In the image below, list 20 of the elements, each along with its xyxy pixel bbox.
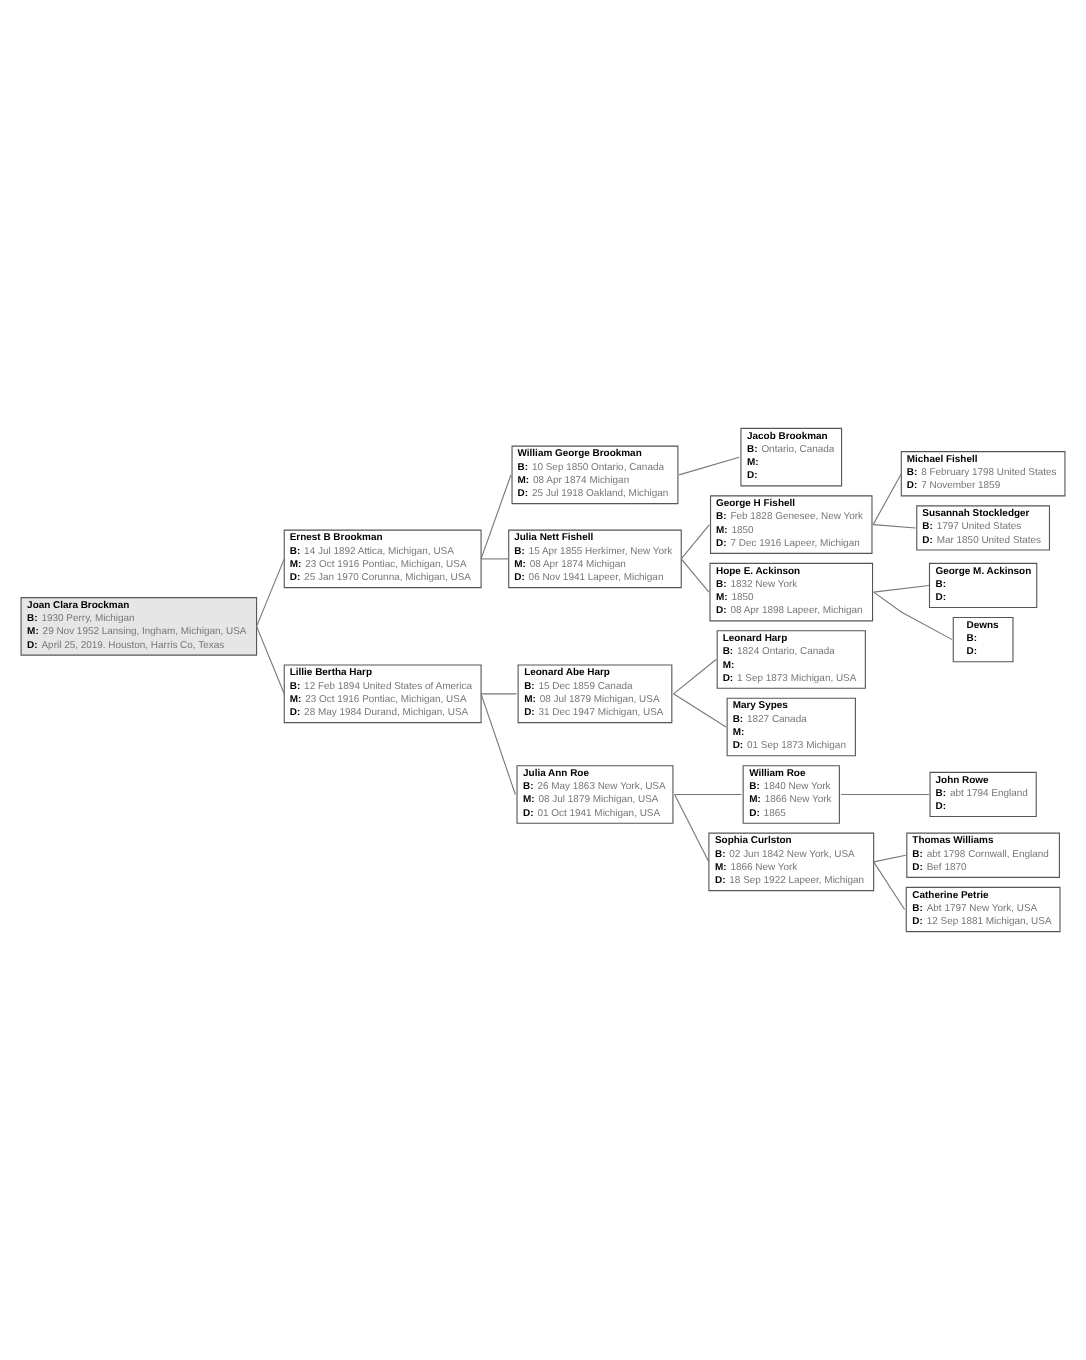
- connector: [873, 591, 953, 641]
- connector: [674, 793, 743, 795]
- connector: [872, 524, 917, 529]
- connector: [256, 558, 285, 627]
- connector: [840, 793, 930, 795]
- connector: [256, 625, 285, 695]
- connector: [873, 584, 930, 593]
- connector: [480, 474, 512, 560]
- connector: [872, 473, 902, 526]
- connector: [480, 558, 510, 560]
- connector: [672, 693, 727, 728]
- connector: [674, 793, 710, 863]
- connector: [680, 524, 710, 560]
- connector: [678, 456, 740, 476]
- connector: [672, 659, 717, 695]
- connector: [480, 693, 516, 795]
- connector: [480, 693, 517, 695]
- connector: [873, 861, 906, 910]
- connector: [680, 558, 710, 593]
- connector: [873, 854, 907, 863]
